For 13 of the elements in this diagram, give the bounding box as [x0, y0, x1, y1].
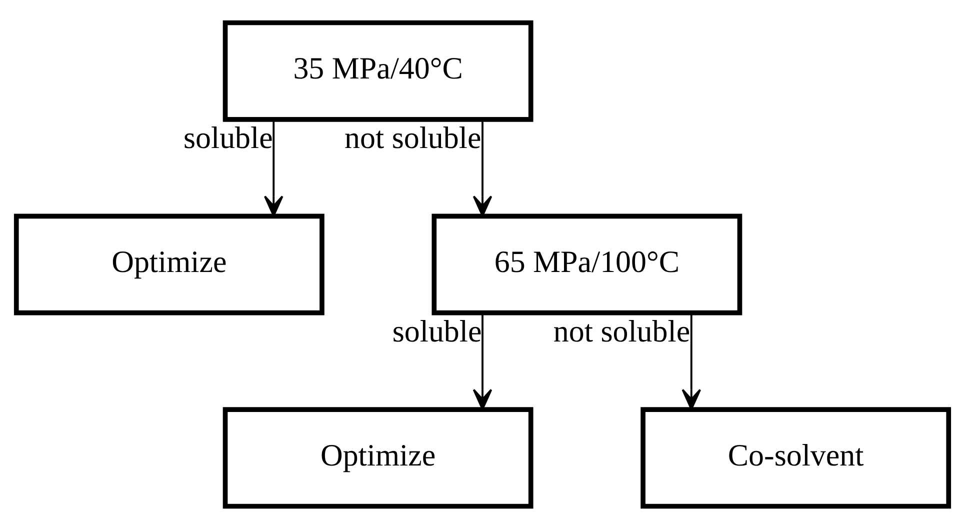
edge-label: soluble — [183, 120, 273, 155]
edge-label: soluble — [392, 312, 482, 348]
node-box: 35 MPa/40°C — [222, 20, 534, 122]
node-box: Optimize — [14, 213, 324, 315]
node-box: Co-solvent — [640, 406, 952, 508]
edge-label: not soluble — [344, 120, 482, 155]
node-box: 65 MPa/100°C — [432, 213, 742, 315]
arrow — [472, 312, 492, 410]
arrow — [472, 119, 492, 216]
node-box: Optimize — [222, 406, 534, 508]
arrow — [264, 119, 284, 216]
arrow — [682, 312, 702, 410]
edge-label: not soluble — [553, 312, 690, 348]
